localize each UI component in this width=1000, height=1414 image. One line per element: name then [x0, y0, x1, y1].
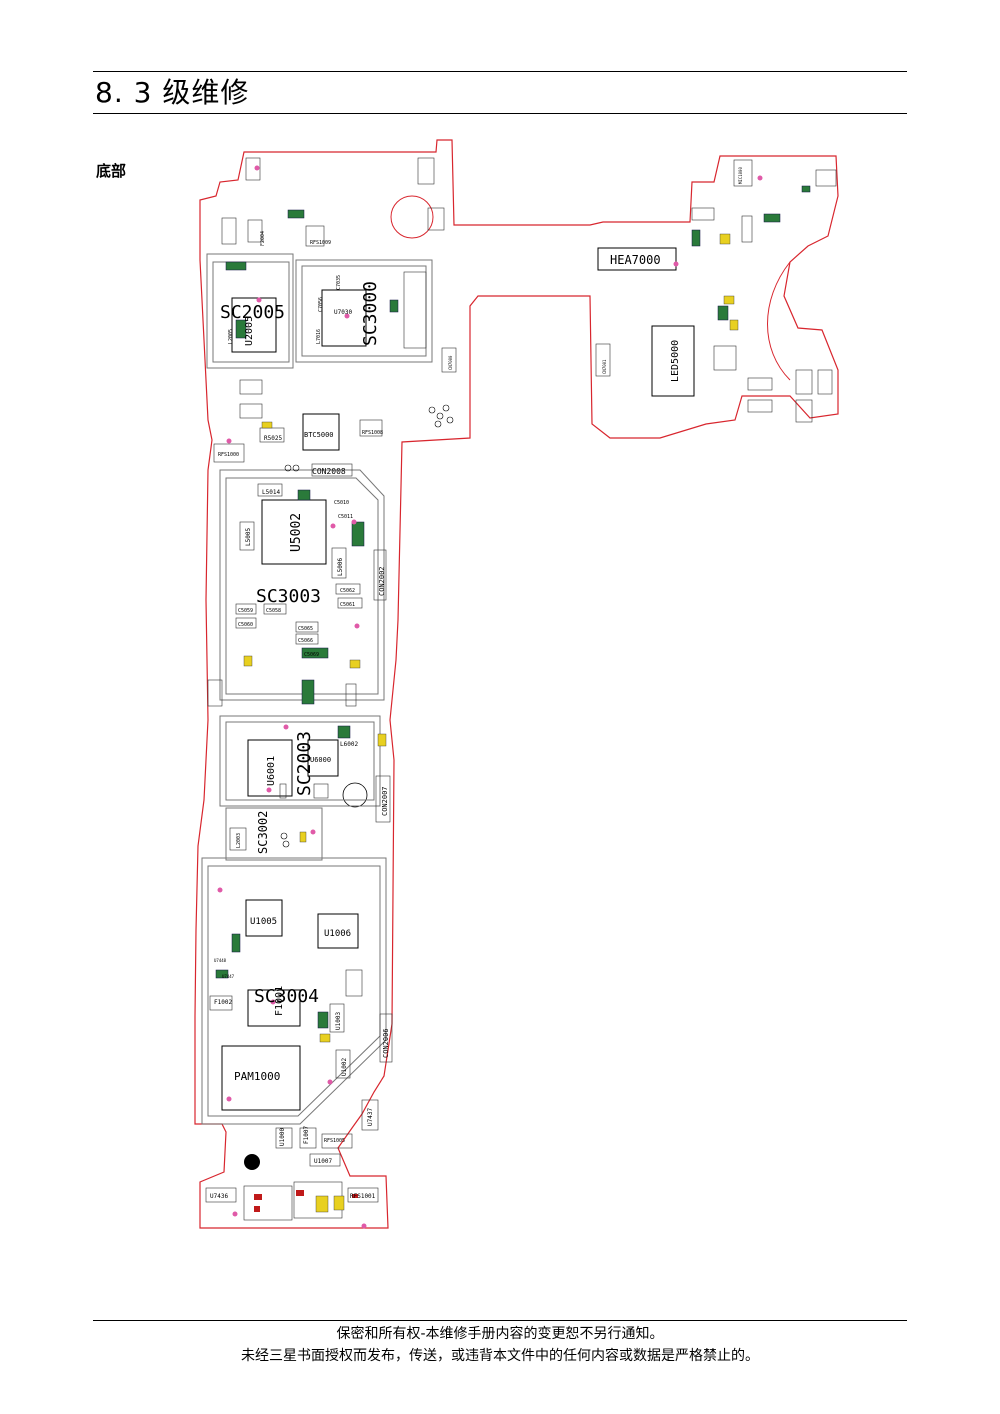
page-title: 8. 3 级维修 [95, 76, 250, 109]
label-c5010: C5010 [334, 500, 349, 506]
board-hole [244, 1154, 260, 1170]
label-c7035: C7035 [336, 275, 342, 290]
label-c5066: C5066 [298, 638, 313, 644]
label-c5069: C5069 [304, 652, 319, 658]
label-f1001: F1001 [274, 986, 285, 1016]
label-f1002: F1002 [214, 999, 232, 1006]
footer-rule [93, 1320, 907, 1321]
passive-components [205, 157, 837, 1221]
label-u6000: U6000 [310, 756, 331, 764]
label-l2003: L2003 [236, 833, 242, 848]
label-l5005: L5005 [245, 528, 252, 546]
shield-cans [201, 253, 433, 1125]
label-u7448: U7448 [214, 958, 227, 963]
label-rfs1009: RFS1009 [310, 240, 331, 246]
label-l7016: L7016 [316, 329, 322, 344]
label-u1000: U1000 [279, 1128, 286, 1146]
label-c5059: C5059 [238, 608, 253, 614]
label-rfs1000: RFS1000 [218, 452, 239, 458]
label-led5000: LED5000 [670, 340, 681, 382]
label-l6002: L6002 [340, 741, 358, 748]
label-u1002: U1002 [341, 1058, 348, 1076]
label-sc3002: SC3002 [256, 811, 270, 854]
footer-copyright-notice: 未经三星书面授权而发布，传送，或违背本文件中的任何内容或数据是严格禁止的。 [241, 1348, 759, 1364]
big-labels: SC2005 SC3000 SC3003 SC2003 SC3002 SC300… [220, 281, 381, 1007]
header-bottom-rule [93, 113, 907, 114]
label-btc5000: BTC5000 [304, 431, 334, 439]
label-c5058: C5058 [266, 608, 281, 614]
label-f2004: F2004 [260, 231, 266, 246]
label-u7437: U7437 [367, 1108, 374, 1126]
label-l5014: L5014 [262, 489, 280, 496]
label-r5025: R5025 [264, 435, 282, 442]
label-con2008: CON2008 [312, 467, 346, 476]
label-mic1000: MIC1000 [738, 167, 743, 184]
label-c5062: C5062 [340, 588, 355, 594]
board-arc [767, 261, 791, 381]
label-u1003: U1003 [335, 1012, 342, 1030]
label-c5065: C5065 [298, 626, 313, 632]
label-c5061: C5061 [340, 602, 355, 608]
yellow-components [243, 233, 739, 1213]
label-sc3003: SC3003 [256, 586, 321, 607]
label-rfs1005: RFS1005 [324, 1138, 345, 1144]
label-hea7000: HEA7000 [610, 253, 661, 267]
ic-bodies [221, 247, 695, 1111]
via-cluster [280, 404, 454, 848]
label-u1007: U1007 [314, 1158, 332, 1165]
label-pam1000: PAM1000 [234, 1070, 280, 1083]
red-components [254, 1190, 358, 1212]
label-l2005: L2005 [228, 329, 234, 344]
label-sc3000: SC3000 [360, 281, 381, 346]
footer-confidential-notice: 保密和所有权-本维修手册内容的变更恕不另行通知。 [336, 1326, 664, 1342]
label-u7436: U7436 [210, 1193, 228, 1200]
label-con2002: CON2002 [378, 566, 386, 596]
label-f1007: F1007 [303, 1126, 310, 1144]
label-rfs1008: RFS1008 [362, 430, 383, 436]
section-label: 底部 [96, 162, 127, 180]
label-c7056: C7056 [318, 297, 324, 312]
label-cn7001: CN7001 [602, 359, 607, 374]
board-hole [390, 195, 434, 239]
label-sc2005: SC2005 [220, 302, 285, 323]
green-components [215, 185, 811, 1029]
label-u6001: U6001 [266, 756, 277, 786]
label-u7030: U7030 [334, 309, 352, 316]
label-u1005: U1005 [250, 917, 277, 927]
label-con2007: CON2007 [381, 786, 389, 816]
board-hole [342, 782, 368, 808]
label-sc2003: SC2003 [294, 731, 315, 796]
label-l5006: L5006 [337, 558, 344, 576]
label-rfs1001: RFS1001 [350, 1193, 376, 1200]
label-u5002: U5002 [289, 513, 304, 552]
label-u2005: U2005 [244, 316, 255, 346]
label-u7447: U7447 [222, 974, 235, 979]
label-c5060: C5060 [238, 622, 253, 628]
label-u1006: U1006 [324, 929, 351, 939]
board-outline [194, 139, 839, 1229]
ic-labels: U2005 U7030 HEA7000 LED5000 BTC5000 CON2… [210, 167, 743, 1200]
header-top-rule [93, 71, 907, 72]
test-points [217, 165, 763, 1229]
label-sc3004: SC3004 [254, 986, 319, 1007]
label-c5011: C5011 [338, 514, 353, 520]
label-cn7000: CN7000 [448, 355, 453, 370]
label-con2006: CON2006 [382, 1028, 390, 1058]
